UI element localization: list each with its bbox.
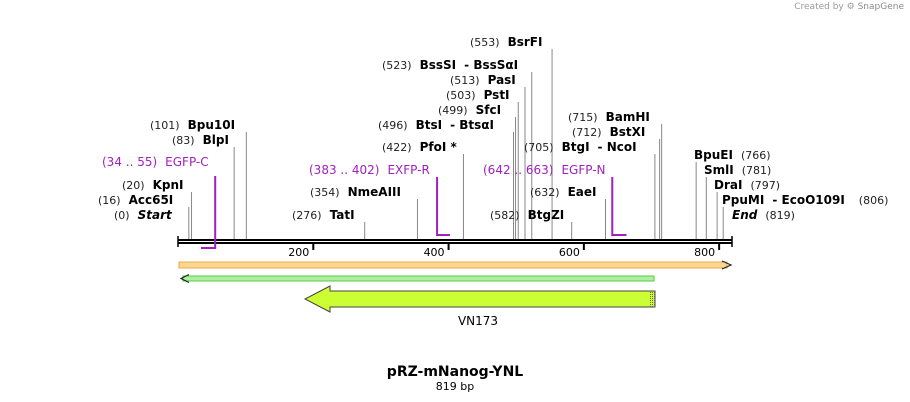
- site-lines: [188, 49, 724, 239]
- axis-tick-label-200: 200: [288, 246, 309, 259]
- site-label-tati: (276)TatI: [292, 208, 355, 222]
- site-label-pfoi: (422)PfoI *: [382, 140, 457, 154]
- feature-vn173: VN173: [303, 285, 656, 328]
- map-title: pRZ-mNanog-YNL 819 bp: [387, 364, 523, 393]
- site-label-blpi: (83)BlpI: [172, 133, 229, 147]
- axis-tick-label-800: 800: [694, 246, 715, 259]
- site-label-start: (0)Start: [114, 208, 173, 222]
- reverse-strand-bar: [182, 275, 655, 282]
- site-label-bpuei: BpuEI(766): [694, 148, 771, 162]
- site-label-drai: DraI(797): [714, 178, 780, 192]
- snapgene-credit: Created by ⚙ SnapGene: [794, 2, 904, 12]
- site-label-pasi: (513)PasI: [450, 73, 516, 87]
- site-label-sfci: (499)SfcI: [438, 103, 501, 117]
- site-label-nmeaiii: (354)NmeAIII: [310, 185, 401, 199]
- site-label-bsrfi: (553)BsrFI: [470, 35, 542, 49]
- feature-label-vn173: VN173: [458, 314, 498, 328]
- site-label-psti: (503)PstI: [446, 88, 510, 102]
- reverse-arrow-icon: [179, 273, 190, 284]
- site-label-bamhi: (715)BamHI: [568, 110, 650, 124]
- plasmid-name: pRZ-mNanog-YNL: [387, 364, 523, 380]
- strand-arrows: [178, 260, 733, 284]
- primer-mark-exfp-r: [436, 177, 450, 236]
- site-label-ppumi: PpuMI- EcoO109I(806): [722, 193, 888, 207]
- primer-label-egfp-c: (34 .. 55)EGFP-C: [102, 155, 209, 169]
- primer-mark-egfp-c: [200, 176, 217, 249]
- axis-tick-label-400: 400: [424, 246, 445, 259]
- axis-tick-label-600: 600: [559, 246, 580, 259]
- site-label-acc65i: (16)Acc65I: [98, 193, 173, 207]
- plasmid-length: 819 bp: [436, 380, 474, 393]
- primers: [200, 176, 627, 249]
- snapgene-logo-icon: ⚙: [846, 2, 855, 12]
- site-label-btgi: (705)BtgI- NcoI: [524, 140, 637, 154]
- feature-end-cap: [650, 291, 655, 307]
- site-label-bstxi: (712)BstXI: [572, 125, 645, 139]
- primer-labels: (34 .. 55)EGFP-C (383 .. 402)EXFP-R (642…: [102, 155, 606, 177]
- feature-arrow-vn173: [303, 285, 656, 313]
- site-label-btsi: (496)BtsI- BtsαI: [378, 118, 494, 132]
- site-label-smli: SmlI(781): [704, 163, 771, 177]
- axis-ticks: 200 400 600 800: [288, 244, 721, 259]
- site-label-bsssi: (523)BssSI- BssSαI: [382, 58, 518, 72]
- site-label-bpu10i: (101)Bpu10I: [150, 118, 235, 132]
- site-label-eaei: (632)EaeI: [530, 185, 597, 199]
- primer-mark-egfp-n: [611, 177, 627, 236]
- site-label-kpni: (20)KpnI: [122, 178, 184, 192]
- site-labels: (553)BsrFI (523)BssSI- BssSαI (513)PasI …: [98, 35, 888, 222]
- forward-arrow-icon: [721, 260, 733, 270]
- site-label-end: End(819): [732, 208, 795, 222]
- credit-prefix: Created by: [794, 2, 844, 12]
- primer-label-exfp-r: (383 .. 402)EXFP-R: [309, 163, 430, 177]
- credit-brand: SnapGene: [857, 2, 904, 12]
- backbone: [177, 236, 733, 247]
- site-label-btgzi: (582)BtgZI: [490, 208, 564, 222]
- forward-strand-bar: [178, 261, 728, 269]
- primer-label-egfp-n: (642 .. 663)EGFP-N: [483, 163, 606, 177]
